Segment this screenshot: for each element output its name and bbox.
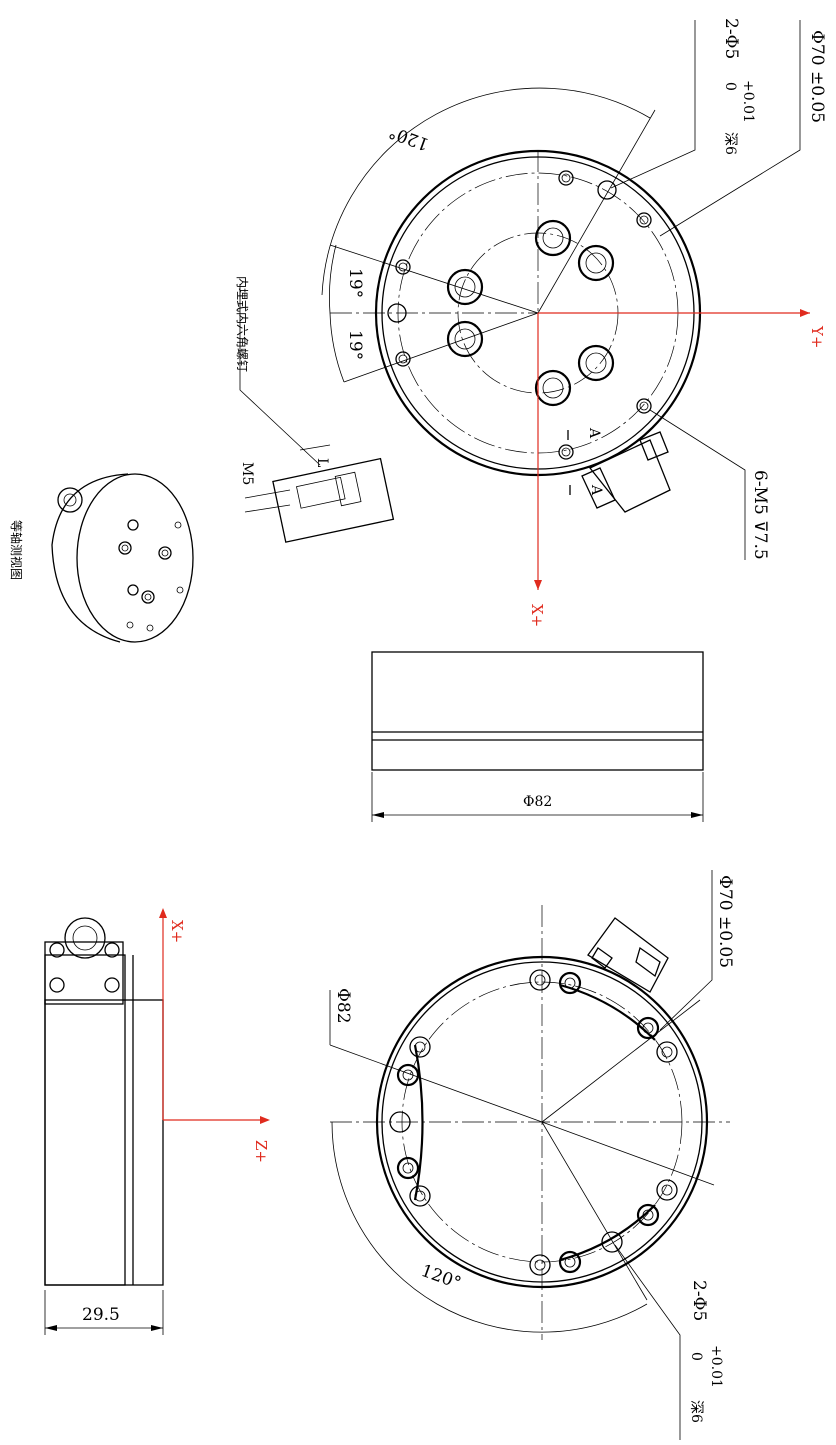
bottom-view-bolt-circle <box>401 981 683 1263</box>
bottom-view-connector <box>587 917 669 993</box>
top-view-arc-120 <box>321 87 651 296</box>
iso-top-face <box>76 473 194 643</box>
top-view-leader-2x5 <box>610 20 696 189</box>
bottom-view-leader-2x5 <box>614 1244 681 1440</box>
iso-caption: 等轴测视图 <box>9 520 24 580</box>
bottom-view: Φ70 ±0.05 Φ82 120° 2-Φ5 +0.01 0 深6 <box>329 870 735 1440</box>
bottom-tol-upper: +0.01 <box>708 1345 724 1388</box>
front-dia82-label: Φ82 <box>523 794 552 810</box>
bottom-view-dowel-hole <box>601 1231 623 1253</box>
section-mark-a2: A <box>588 484 604 496</box>
top-view-m5-holes <box>395 170 652 460</box>
iso-holes <box>118 519 184 632</box>
side-height-label: 29.5 <box>82 1305 120 1325</box>
top-angle-19b: 19° <box>345 330 365 360</box>
top-angle-19a: 19° <box>345 268 365 298</box>
section-body <box>272 457 395 543</box>
front-view: Φ82 <box>371 651 704 822</box>
bottom-angle-120: 120° <box>418 1261 463 1294</box>
top-view-leader-70 <box>659 20 801 237</box>
bottom-dia70-label: Φ70 ±0.05 <box>715 875 735 968</box>
iso-view: 等轴测视图 <box>9 473 194 643</box>
bottom-view-dowel-hole <box>389 1111 411 1133</box>
side-axis-z-label: Z+ <box>252 1140 270 1163</box>
top-tol-lower: 0 <box>722 82 738 91</box>
iso-side-surface <box>51 473 129 643</box>
top-angle-120: 120° <box>386 121 431 154</box>
side-connector <box>64 917 106 959</box>
top-view-dowel-hole <box>597 180 617 200</box>
top-dia70-label: Φ70 ±0.05 <box>807 30 827 123</box>
top-tol-upper: +0.01 <box>740 80 756 123</box>
bottom-holes-label: 2-Φ5 <box>689 1280 709 1321</box>
section-mark-a1: A <box>586 427 602 439</box>
bottom-depth-label: 深6 <box>688 1400 704 1423</box>
bottom-view-holes <box>396 969 678 1276</box>
embedded-screw-note: 内埋式内六角螺钉 <box>235 276 249 372</box>
section-leader <box>239 284 321 466</box>
connector-body <box>581 431 671 513</box>
section-m5-label: M5 <box>239 462 255 485</box>
top-depth-label: 深6 <box>722 132 738 155</box>
top-view-leader-m5 <box>649 409 746 560</box>
side-axis-x-label: X+ <box>168 920 186 943</box>
front-body <box>371 651 704 771</box>
side-body <box>44 999 164 1286</box>
bottom-view-arc-120 <box>331 1121 648 1333</box>
top-axis-x-label: X+ <box>528 604 546 627</box>
bottom-dia82-label: Φ82 <box>333 988 353 1024</box>
bottom-view-outer-ring <box>375 955 709 1289</box>
top-view: Φ70 ±0.05 2-Φ5 +0.01 0 深6 120° 19° 19° 6… <box>235 18 827 627</box>
side-connector-flange <box>44 941 124 1005</box>
top-thread-note: 6-M5 ⊽7.5 <box>750 470 770 560</box>
top-view-dowel-hole <box>387 303 407 323</box>
top-view-arc-19b <box>329 312 345 383</box>
top-axis-y-label: Y+ <box>808 325 826 348</box>
bottom-tol-lower: 0 <box>688 1352 704 1361</box>
bottom-view-leader-70 <box>659 870 713 1031</box>
bottom-view-slot-left <box>413 1044 424 1201</box>
section-l-label: L <box>314 458 330 467</box>
section-detail: M5 L <box>239 284 395 543</box>
top-view-counterbore-holes <box>446 219 615 407</box>
bottom-view-slot-top <box>559 983 656 1041</box>
top-holes-label: 2-Φ5 <box>721 18 741 59</box>
iso-connector <box>57 487 83 513</box>
top-view-arc-19a <box>329 244 337 314</box>
side-view: 29.5 Z+ X+ <box>44 908 270 1335</box>
